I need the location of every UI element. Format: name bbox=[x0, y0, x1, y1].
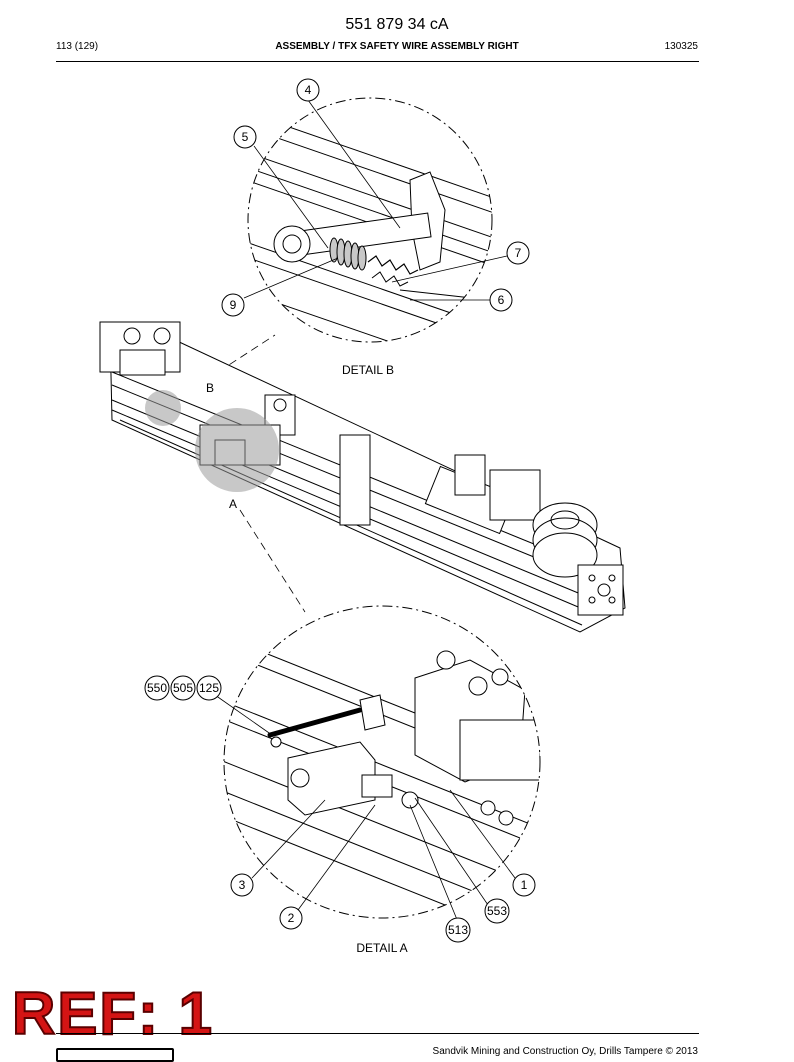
view-marker-b: B bbox=[206, 381, 214, 395]
svg-text:505: 505 bbox=[173, 681, 193, 695]
svg-text:9: 9 bbox=[230, 298, 237, 312]
callout-505: 505 bbox=[170, 675, 196, 701]
header-divider bbox=[56, 61, 699, 62]
callout-553: 553 bbox=[484, 898, 510, 924]
callout-2: 2 bbox=[279, 906, 303, 930]
callout-9: 9 bbox=[221, 293, 245, 317]
company-logo bbox=[56, 1048, 174, 1062]
detail-a-highlight bbox=[195, 408, 279, 492]
callout-1: 1 bbox=[512, 873, 536, 897]
svg-text:7: 7 bbox=[515, 246, 522, 260]
reference-stamp: REF: 1 bbox=[11, 980, 215, 1047]
svg-text:4: 4 bbox=[305, 83, 312, 97]
footer-copyright: Sandvik Mining and Construction Oy, Dril… bbox=[432, 1046, 698, 1057]
page-reference: 113 (129) bbox=[56, 41, 99, 52]
callout-4: 4 bbox=[296, 78, 320, 102]
svg-text:3: 3 bbox=[239, 878, 246, 892]
callout-513: 513 bbox=[445, 917, 471, 943]
callout-3: 3 bbox=[230, 873, 254, 897]
callout-125: 125 bbox=[196, 675, 222, 701]
svg-text:6: 6 bbox=[498, 293, 505, 307]
svg-text:553: 553 bbox=[487, 904, 507, 918]
svg-text:125: 125 bbox=[199, 681, 219, 695]
date-code: 130325 bbox=[664, 41, 698, 52]
detail-b-label: DETAIL B bbox=[342, 363, 394, 377]
detail-b-highlight bbox=[145, 390, 181, 426]
callout-7: 7 bbox=[506, 241, 530, 265]
document-number: 551 879 34 cA bbox=[345, 16, 449, 33]
page-title: ASSEMBLY / TFX SAFETY WIRE ASSEMBLY RIGH… bbox=[275, 41, 519, 52]
detail-a-label: DETAIL A bbox=[356, 941, 407, 955]
callout-5: 5 bbox=[233, 125, 257, 149]
svg-text:2: 2 bbox=[288, 911, 295, 925]
footer-divider bbox=[56, 1033, 699, 1034]
svg-text:513: 513 bbox=[448, 923, 468, 937]
detail-a-view: 550 505 125 3 2 513 553 1 DETAIL A bbox=[144, 605, 541, 955]
callout-6: 6 bbox=[489, 288, 513, 312]
callout-550: 550 bbox=[144, 675, 170, 701]
view-marker-a: A bbox=[229, 497, 237, 511]
svg-text:550: 550 bbox=[147, 681, 167, 695]
svg-text:1: 1 bbox=[521, 878, 528, 892]
detail-b-view: 4 5 7 6 9 DETAIL B bbox=[221, 78, 530, 377]
svg-text:5: 5 bbox=[242, 130, 249, 144]
